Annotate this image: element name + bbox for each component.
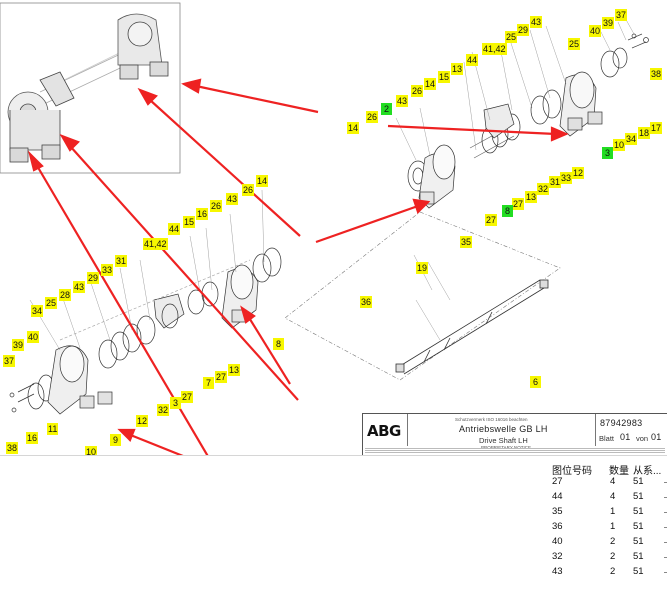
callout-40: 40 (589, 25, 602, 37)
technical-drawing: 37 39 40 43 29 25 25 38 41,42 44 13 15 1… (0, 2, 667, 458)
drawing-title-de: Antriebswelle GB LH (459, 424, 548, 434)
parts-table: 图位号码 数量 从系... 27 4 51 44 4 51 35 1 51 36… (0, 455, 667, 608)
callout-34c: 34 (31, 305, 44, 317)
callout-33: 33 (560, 172, 573, 184)
callout-26b: 26 (366, 111, 379, 123)
callout-13: 13 (451, 63, 464, 75)
red-arrows (27, 78, 569, 455)
callout-41-42: 41,42 (482, 43, 507, 55)
header-position[interactable]: 图位号码 (552, 466, 592, 477)
callout-13c: 13 (228, 364, 241, 376)
callout-27b: 27 (485, 214, 498, 226)
callout-38c: 38 (6, 442, 19, 454)
callout-27: 27 (512, 198, 525, 210)
callout-43: 43 (530, 16, 543, 28)
header-quantity[interactable]: 数量 (609, 466, 629, 477)
callout-27d: 27 (181, 391, 194, 403)
callout-14b: 14 (347, 122, 360, 134)
callout-17: 17 (650, 122, 663, 134)
table-row[interactable]: 32 2 51 (0, 551, 667, 566)
protection-notice: Schutzvermerk ISO 16016 beachten (455, 417, 528, 422)
table-row[interactable]: 35 1 51 (0, 506, 667, 521)
table-row[interactable]: 43 2 51 (0, 566, 667, 581)
callout-15c: 15 (183, 216, 196, 228)
callout-18: 18 (638, 127, 651, 139)
callout-37: 37 (615, 9, 628, 21)
callout-32: 32 (537, 183, 550, 195)
callout-25a: 25 (505, 31, 518, 43)
callout-39c: 39 (12, 339, 25, 351)
callout-6: 6 (530, 376, 541, 388)
callout-26d: 26 (210, 200, 223, 212)
callout-29: 29 (517, 24, 530, 36)
proprietary-notice: PROPRIETARY NOTICE (481, 445, 531, 450)
company-logo: ABG (367, 422, 401, 440)
legal-disclaimer-lines (365, 447, 665, 456)
callout-34: 34 (625, 133, 638, 145)
inset-view (0, 2, 181, 174)
callout-31: 31 (549, 176, 562, 188)
exploded-view-drawing (0, 2, 649, 455)
callout-26: 26 (411, 85, 424, 97)
callout-15: 15 (438, 71, 451, 83)
callout-11: 11 (47, 423, 59, 435)
table-row[interactable]: 27 4 51 (0, 476, 667, 491)
callout-27c: 27 (215, 371, 228, 383)
callout-3: 3 (602, 147, 613, 159)
callout-44: 44 (466, 54, 479, 66)
callout-14c: 14 (256, 175, 269, 187)
shaft-outline (284, 211, 561, 381)
table-row[interactable]: 36 1 51 (0, 521, 667, 536)
callout-44c: 44 (168, 223, 181, 235)
leader-lines (395, 15, 635, 341)
callout-3c: 3 (170, 397, 181, 409)
callout-43b: 43 (396, 95, 409, 107)
callout-7: 7 (203, 377, 214, 389)
table-row[interactable]: 44 4 51 (0, 491, 667, 506)
lower-assembly (9, 189, 282, 415)
callout-31c: 31 (115, 255, 128, 267)
callout-8c: 8 (273, 338, 284, 350)
of-value: 01 (651, 432, 662, 442)
callout-33c: 33 (101, 264, 114, 276)
callout-39: 39 (602, 17, 615, 29)
callout-8: 8 (502, 205, 513, 217)
callout-14: 14 (424, 78, 437, 90)
callout-29c: 29 (87, 272, 100, 284)
drawing-title-en: Drive Shaft LH (479, 436, 528, 445)
callout-28: 28 (59, 289, 72, 301)
callout-25b: 25 (568, 38, 581, 50)
callout-43c: 43 (226, 193, 239, 205)
header-system[interactable]: 从系... (633, 466, 662, 477)
sheet-label: Blatt (599, 434, 615, 443)
callout-32c: 32 (157, 404, 170, 416)
callout-19: 19 (416, 262, 429, 274)
callout-26c: 26 (242, 184, 255, 196)
callout-12: 12 (572, 167, 585, 179)
callout-16: 16 (196, 208, 209, 220)
callout-25c: 25 (45, 297, 58, 309)
upper-assembly (407, 33, 649, 209)
of-label: von (636, 434, 649, 443)
callout-2: 2 (381, 103, 392, 115)
table-row[interactable]: 40 2 51 (0, 536, 667, 551)
drawing-number: 87942983 (600, 418, 643, 428)
callout-16c: 16 (26, 432, 39, 444)
callout-40c: 40 (27, 331, 40, 343)
callout-10: 10 (613, 139, 626, 151)
callout-43d: 43 (73, 281, 86, 293)
callout-41-42c: 41,42 (143, 238, 168, 250)
title-block: ABG Schutzvermerk ISO 16016 beachten Ant… (362, 413, 667, 456)
callout-36: 36 (360, 296, 373, 308)
callout-37c: 37 (3, 355, 16, 367)
drive-shaft (395, 279, 549, 375)
callout-35: 35 (460, 236, 473, 248)
callout-12c: 12 (136, 415, 149, 427)
callout-9: 9 (110, 434, 121, 446)
callout-38: 38 (650, 68, 663, 80)
callout-13b: 13 (525, 191, 538, 203)
sheet-value: 01 (620, 432, 631, 442)
